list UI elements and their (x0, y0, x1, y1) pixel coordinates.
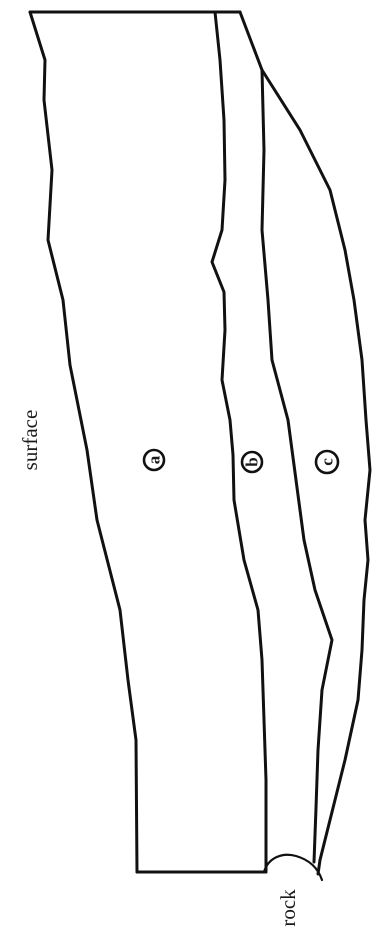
horizon-c-marker: c (316, 451, 338, 473)
surface-line (30, 12, 137, 872)
horizon-a-label: a (145, 455, 164, 464)
horizon-b-marker: b (242, 452, 262, 472)
surface-label: surface (18, 410, 42, 471)
horizon-c-label: c (318, 458, 337, 466)
boundary-b-c (240, 12, 332, 862)
rock-label: rock (276, 889, 300, 927)
horizon-b-label: b (243, 457, 262, 466)
boundary-c-bottom (262, 70, 370, 874)
horizon-a-marker: a (144, 450, 164, 470)
boundary-a-b (212, 12, 266, 872)
